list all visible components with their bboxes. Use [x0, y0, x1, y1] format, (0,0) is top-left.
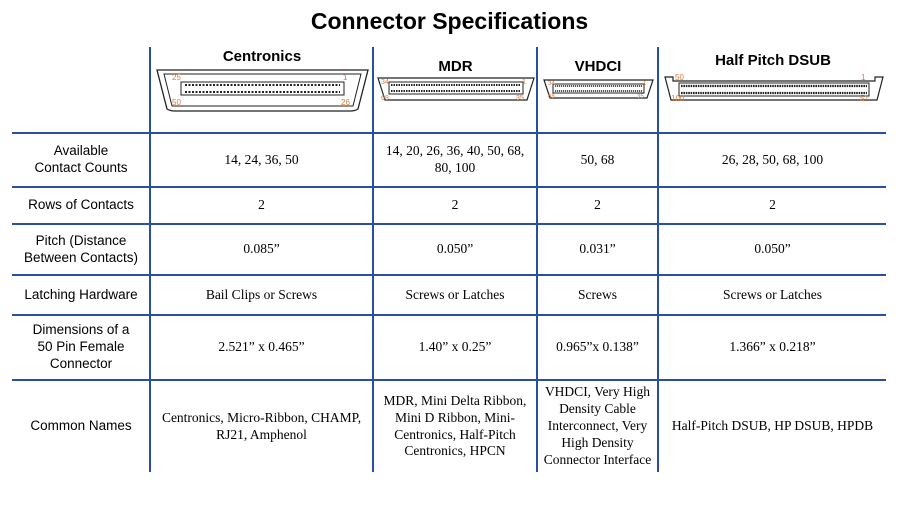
- row-label-common-names: Common Names: [30, 418, 132, 434]
- table-cell: 0.085”: [243, 241, 280, 257]
- row-label-contact-counts: Available Contact Counts: [34, 143, 128, 175]
- table-cell: MDR, Mini Delta Ribbon, Mini D Ribbon, M…: [383, 392, 527, 459]
- table-cell: 14, 20, 26, 36, 40, 50, 68, 80, 100: [385, 143, 525, 175]
- table-cell: 26, 28, 50, 68, 100: [721, 151, 824, 167]
- pin-label: 34: [381, 79, 389, 86]
- row-divider: [12, 314, 886, 316]
- row-divider: [12, 274, 886, 276]
- pin-label: 26: [341, 98, 350, 107]
- table-cell: VHDCI, Very High Density Cable Interconn…: [543, 384, 652, 467]
- pin-label: 1: [861, 73, 866, 82]
- pin-label: 1: [343, 73, 348, 82]
- table-cell: Centronics, Micro-Ribbon, CHAMP, RJ21, A…: [161, 409, 362, 442]
- row-divider: [12, 223, 886, 225]
- table-cell: 1.40” x 0.25”: [418, 339, 492, 355]
- table-cell: 0.050”: [436, 241, 474, 257]
- pin-label: 35: [637, 94, 644, 100]
- row-divider: [12, 379, 886, 381]
- pin-label: 68: [381, 95, 389, 102]
- row-divider: [12, 132, 886, 134]
- centronics-connector-image: 25 1 50 26: [156, 69, 369, 112]
- half-pitch-dsub-connector-image: 50 1 100 51: [664, 73, 884, 103]
- table-cell: 2: [769, 197, 776, 213]
- table-cell: 2: [451, 197, 459, 213]
- table-cell: 0.965”x 0.138”: [556, 339, 639, 355]
- column-divider: [536, 47, 538, 472]
- table-cell: 2: [594, 197, 601, 213]
- column-divider: [149, 47, 151, 472]
- table-cell: 2.521” x 0.465”: [218, 339, 305, 355]
- pin-label: 100: [671, 94, 685, 103]
- table-cell: 14, 24, 36, 50: [224, 151, 299, 167]
- pin-label: 35: [516, 95, 524, 102]
- column-header-mdr: MDR: [438, 58, 473, 75]
- pin-label: 1: [522, 79, 526, 86]
- table-cell: 1.366” x 0.218”: [729, 339, 816, 355]
- table-cell: Screws or Latches: [723, 286, 822, 302]
- vhdci-connector-image: 34 1 68 35: [543, 79, 654, 100]
- table-cell: Half-Pitch DSUB, HP DSUB, HPDB: [671, 418, 874, 434]
- table-cell: 0.031”: [579, 241, 616, 257]
- table-cell: 50, 68: [580, 151, 615, 167]
- pin-label: 25: [172, 73, 181, 82]
- pin-label: 68: [548, 94, 555, 100]
- table-cell: 2: [258, 197, 265, 213]
- mdr-connector-image: 34 1 68 35: [377, 77, 535, 102]
- column-header-half-pitch-dsub: Half Pitch DSUB: [715, 52, 831, 69]
- column-divider: [372, 47, 374, 472]
- table-cell: 0.050”: [754, 241, 791, 257]
- pin-label: 51: [860, 94, 869, 103]
- row-divider: [12, 186, 886, 188]
- pin-label: 34: [548, 81, 555, 87]
- row-label-rows-of-contacts: Rows of Contacts: [28, 197, 134, 213]
- column-header-vhdci: VHDCI: [574, 58, 622, 75]
- pin-label: 1: [643, 81, 647, 87]
- table-cell: Screws or Latches: [405, 286, 505, 302]
- pin-label: 50: [675, 73, 684, 82]
- column-divider: [657, 47, 659, 472]
- table-cell: Bail Clips or Screws: [205, 286, 318, 302]
- row-label-pitch: Pitch (Distance Between Contacts): [23, 232, 139, 265]
- column-header-centronics: Centronics: [222, 48, 302, 65]
- row-label-latching-hardware: Latching Hardware: [24, 286, 138, 302]
- pin-label: 50: [172, 98, 181, 107]
- row-label-dimensions: Dimensions of a 50 Pin Female Connector: [32, 322, 130, 371]
- table-cell: Screws: [578, 286, 617, 302]
- page-title: Connector Specifications: [310, 8, 589, 34]
